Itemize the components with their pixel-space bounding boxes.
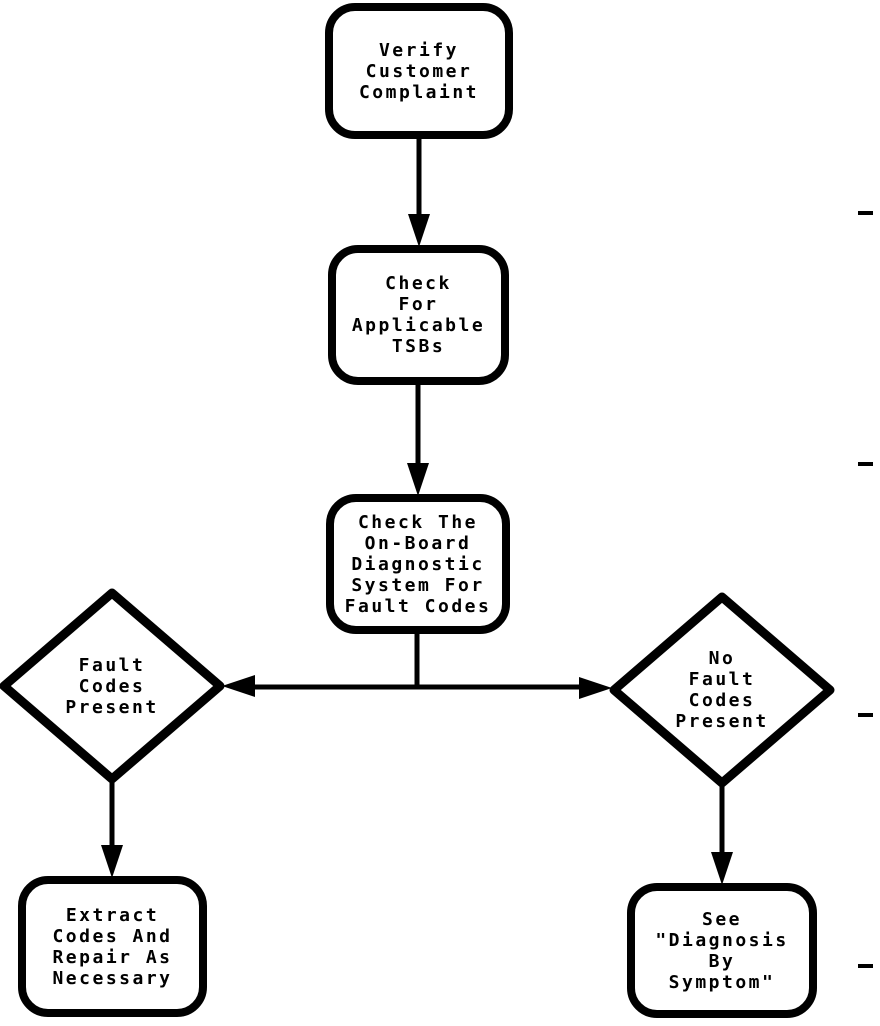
- page-edge-tick: [858, 211, 873, 215]
- node-label: No Fault Codes Present: [675, 648, 769, 732]
- page-edge-tick: [858, 462, 873, 466]
- node-see-diagnosis-by-symptom: See "Diagnosis By Symptom": [627, 883, 817, 1018]
- arrowhead-down-see: [711, 852, 733, 885]
- node-no-fault-codes-present: No Fault Codes Present: [642, 608, 802, 772]
- node-label: Verify Customer Complaint: [358, 39, 480, 103]
- node-label: Fault Codes Present: [65, 654, 159, 718]
- arrowhead-left-fault: [222, 675, 255, 697]
- node-verify-customer-complaint: Verify Customer Complaint: [325, 3, 513, 139]
- node-check-obd-system: Check The On-Board Diagnostic System For…: [326, 494, 510, 634]
- node-label: Check For Applicable TSBs: [351, 273, 486, 357]
- node-label: Extract Codes And Repair As Necessary: [52, 904, 173, 989]
- arrowhead-down-extract: [101, 845, 123, 878]
- node-extract-codes-repair: Extract Codes And Repair As Necessary: [18, 876, 207, 1017]
- node-label: Check The On-Board Diagnostic System For…: [344, 511, 492, 617]
- diamond-no-fault-codes-present: [609, 592, 835, 788]
- node-check-for-applicable-tsbs: Check For Applicable TSBs: [328, 245, 509, 385]
- arrowhead-down-obd: [407, 463, 429, 496]
- node-fault-codes-present: Fault Codes Present: [32, 626, 192, 746]
- page-edge-tick: [858, 964, 873, 968]
- arrowhead-right-nofault: [579, 677, 612, 699]
- arrowhead-down-tsb: [408, 214, 430, 247]
- page-edge-tick: [858, 713, 873, 717]
- node-label: See "Diagnosis By Symptom": [655, 908, 789, 993]
- diamond-fault-codes-present: [0, 588, 225, 784]
